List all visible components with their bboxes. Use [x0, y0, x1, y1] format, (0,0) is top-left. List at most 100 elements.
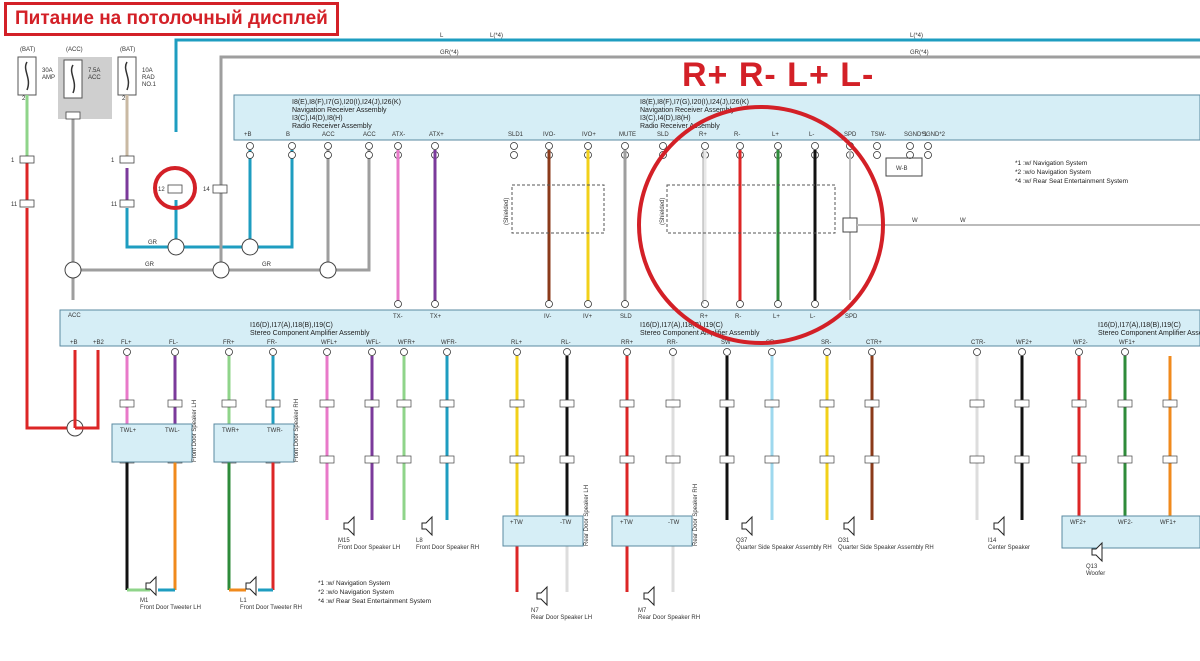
- speaker-name: Front Door Speaker LH: [338, 545, 400, 551]
- amp-top-pin: [811, 300, 819, 308]
- receiver-pin-label: R+: [699, 132, 707, 138]
- amplifier-box: [59, 309, 1200, 347]
- amp-left-pin-label: +B2: [93, 340, 105, 346]
- amp-pin-label: FR-: [267, 340, 277, 346]
- svg-text:11: 11: [111, 202, 118, 208]
- speaker-icon: [145, 575, 157, 597]
- amp-top-pin-label: L-: [810, 314, 815, 320]
- amp-top-pin: [431, 300, 439, 308]
- receiver-line1-left: I8(E),I8(F),I7(G),I20(I),I24(J),I26(K): [292, 99, 401, 106]
- wire-label: GR: [148, 240, 158, 246]
- speaker-name: Front Door Tweeter LH: [140, 605, 201, 611]
- receiver-pin-label: L-: [809, 132, 814, 138]
- note-3: *4 :w/ Rear Seat Entertainment System: [1015, 178, 1128, 185]
- receiver-pin: [246, 142, 254, 150]
- speaker-code: Q37: [736, 538, 748, 544]
- svg-text:WF2+: WF2+: [1070, 520, 1087, 526]
- rear-network-lh: [502, 515, 584, 547]
- svg-text:TWL-: TWL-: [165, 428, 180, 434]
- amp-pin-label: FL-: [169, 340, 178, 346]
- bat2-conn: 2: [122, 96, 126, 102]
- note-bottom-3: *4 :w/ Rear Seat Entertainment System: [318, 598, 431, 605]
- bat1-conn: 2: [22, 96, 26, 102]
- amp-pin: [323, 348, 331, 356]
- amp-top-pin: [736, 300, 744, 308]
- wire-connector: [1162, 399, 1178, 408]
- wire-connector: [1014, 399, 1030, 408]
- amp-top-pin-label: R-: [735, 314, 741, 320]
- receiver-pin: [365, 142, 373, 150]
- amp-pin: [368, 348, 376, 356]
- receiver-line1: I8(E),I8(F),I7(G),I20(I),I24(J),I26(K): [640, 99, 749, 106]
- receiver-pin-label: L+: [772, 132, 779, 138]
- speaker-icon: [843, 515, 855, 537]
- wire-connector: [1162, 455, 1178, 464]
- amp-pin: [225, 348, 233, 356]
- speaker-icon: [343, 515, 355, 537]
- wire-connector: [364, 399, 380, 408]
- svg-text:+TW: +TW: [620, 520, 633, 526]
- amp-pin-label: WFL-: [366, 340, 381, 346]
- shielded-block-left: [511, 184, 605, 234]
- amp-top-pin-label: SPD: [845, 314, 858, 320]
- amp-pin-label: CTR+: [866, 340, 882, 346]
- speaker-code: L1: [240, 598, 247, 604]
- speaker-name: Front Door Speaker RH: [416, 545, 479, 551]
- network-label-r: Front Door Speaker RH: [294, 399, 300, 462]
- amp-pin: [768, 348, 776, 356]
- annotation-circle-large: [637, 105, 885, 345]
- amp-pin: [1121, 348, 1129, 356]
- wire-connector: [665, 455, 681, 464]
- receiver-pin-label: TSW-: [871, 132, 886, 138]
- amp-pin-label: RR-: [667, 340, 678, 346]
- wire-blue-loop: [125, 150, 294, 249]
- speaker-name: Rear Door Speaker RH: [638, 615, 700, 621]
- receiver-pin-label: R-: [734, 132, 740, 138]
- amp-top-pin-label: R+: [700, 314, 708, 320]
- svg-text:WF1+: WF1+: [1160, 520, 1177, 526]
- wire-blue-top: [174, 38, 1200, 132]
- speaker-name: Rear Door Speaker LH: [531, 615, 592, 621]
- receiver-pin-label: IVO-: [543, 132, 555, 138]
- network-label-rl: Rear Door Speaker LH: [584, 485, 590, 546]
- receiver-pin: [324, 142, 332, 150]
- speaker-code: M1: [140, 598, 149, 604]
- receiver-pin: [906, 142, 914, 150]
- amp-pin: [1018, 348, 1026, 356]
- receiver-pin: [701, 142, 709, 150]
- receiver-line3-left: I3(C),I4(D),I8(H): [292, 115, 343, 122]
- amp-pin: [1075, 348, 1083, 356]
- receiver-pin-label: ATX+: [429, 132, 444, 138]
- wire-connector: [1071, 399, 1087, 408]
- wire-connector: [665, 399, 681, 408]
- svg-text:GR: GR: [145, 262, 155, 268]
- svg-text:-TW: -TW: [560, 520, 572, 526]
- speaker-name: Center Speaker: [988, 545, 1030, 551]
- wire-connector: [619, 399, 635, 408]
- wire-connector: [1014, 455, 1030, 464]
- amp-top-pin-label: IV+: [583, 314, 593, 320]
- receiver-line2-left: Navigation Receiver Assembly: [292, 107, 387, 114]
- amp-top-pin: [621, 300, 629, 308]
- receiver-pin-label: +B: [244, 132, 252, 138]
- amp-pin-label: FL+: [121, 340, 132, 346]
- amp-pin: [563, 348, 571, 356]
- receiver-pin: [288, 151, 296, 159]
- speaker-name: Quarter Side Speaker Assembly RH: [736, 545, 832, 551]
- amp-pin-label: WFR+: [398, 340, 416, 346]
- wire-connector: [364, 455, 380, 464]
- speaker-icon: [741, 515, 753, 537]
- network-label-l: Front Door Speaker LH: [192, 400, 198, 462]
- amp-pin-label: WF1+: [1119, 340, 1136, 346]
- speaker-icon: [993, 515, 1005, 537]
- amp-top-pin: [701, 300, 709, 308]
- wire-connector: [439, 455, 455, 464]
- receiver-pin: [621, 142, 629, 150]
- acc-label: (ACC): [66, 47, 83, 53]
- wire-connector: [559, 455, 575, 464]
- speaker-icon: [245, 575, 257, 597]
- amp-top-pin-label: SLD: [620, 314, 632, 320]
- receiver-pin: [510, 142, 518, 150]
- amp-line2: Stereo Component Amplifier Assembly: [250, 330, 370, 337]
- note-1: *1 :w/ Navigation System: [1015, 160, 1087, 167]
